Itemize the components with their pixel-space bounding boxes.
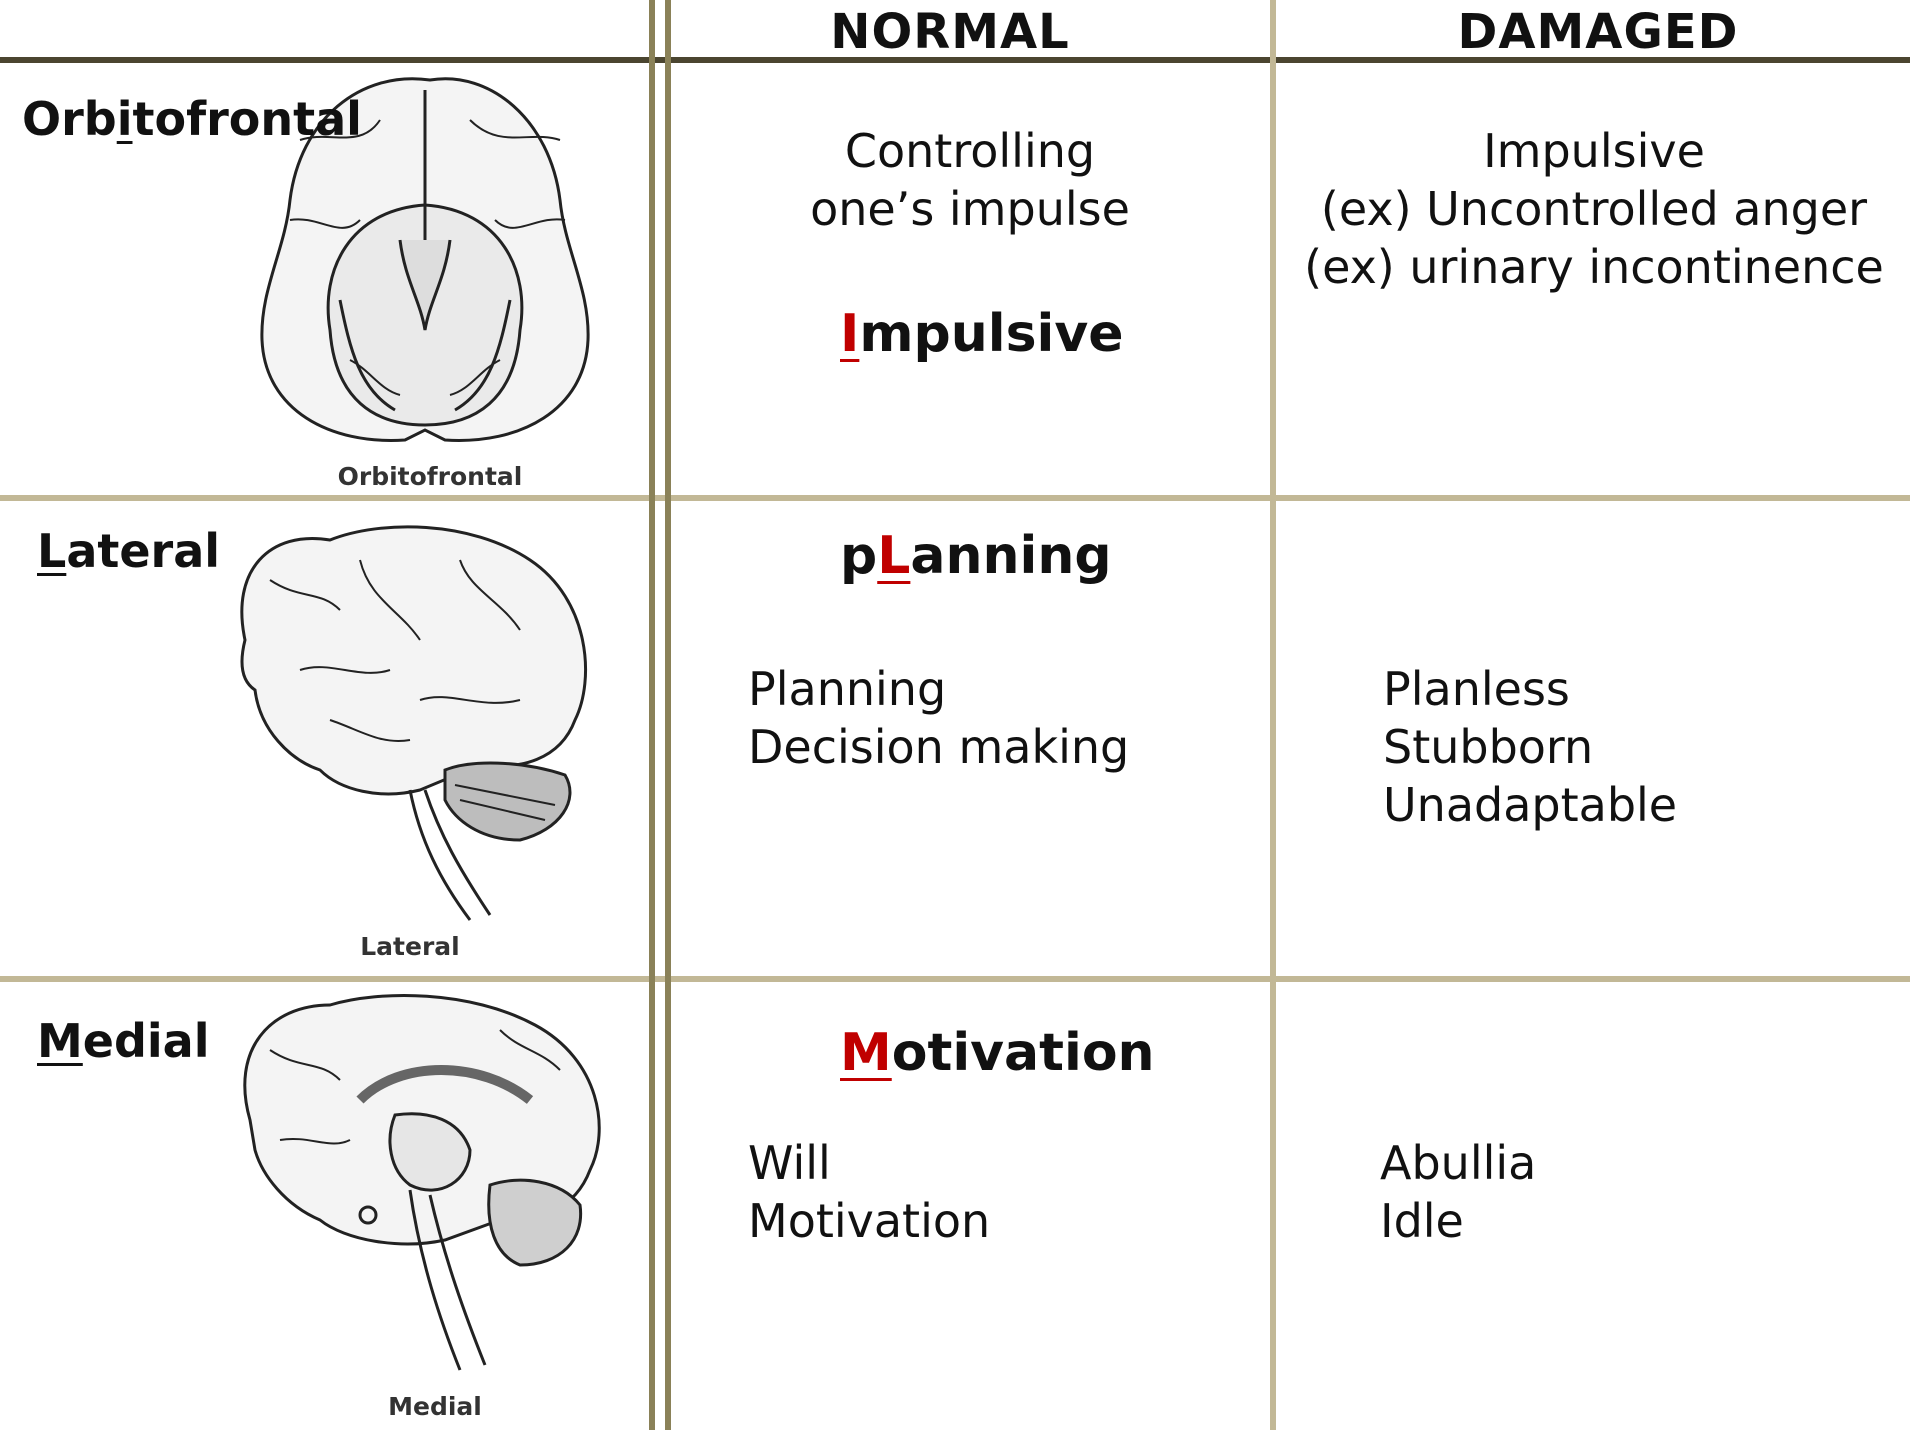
damaged-line: (ex) Uncontrolled anger bbox=[1320, 182, 1868, 236]
brain-image-caption: Lateral bbox=[360, 932, 460, 961]
damaged-line: Abullia bbox=[1380, 1136, 1537, 1190]
normal-line: Planning bbox=[748, 662, 947, 716]
damaged-line: Impulsive bbox=[1483, 124, 1705, 178]
header-normal: NORMAL bbox=[830, 4, 1070, 60]
region-label-prefix: Orb bbox=[22, 92, 117, 146]
region-label-initial: M bbox=[37, 1014, 83, 1068]
normal-line: Decision making bbox=[748, 720, 1130, 774]
normal-description-orbitofrontal: Controlling one’s impulse bbox=[670, 122, 1270, 238]
region-label-lateral: Lateral bbox=[37, 524, 220, 578]
brain-medial-view-icon bbox=[243, 993, 601, 1371]
damaged-line: Planless bbox=[1383, 662, 1570, 716]
normal-line: Controlling bbox=[844, 124, 1096, 178]
region-label-suffix: tofrontal bbox=[132, 92, 362, 146]
region-label-medial: Medial bbox=[37, 1014, 209, 1068]
row-divider-1 bbox=[0, 495, 1910, 501]
region-label-initial: L bbox=[37, 524, 67, 578]
keyword-post: anning bbox=[910, 526, 1112, 586]
damaged-line: Unadaptable bbox=[1383, 778, 1678, 832]
keyword-post: mpulsive bbox=[859, 304, 1124, 364]
region-label-initial: i bbox=[116, 92, 133, 146]
row-divider-2 bbox=[0, 976, 1910, 982]
normal-description-medial: Will Motivation bbox=[748, 1134, 990, 1250]
damaged-line: (ex) urinary incontinence bbox=[1304, 240, 1884, 294]
normal-description-lateral: Planning Decision making bbox=[748, 660, 1129, 776]
normal-line: one’s impulse bbox=[810, 182, 1130, 236]
keyword-post: otivation bbox=[891, 1023, 1155, 1083]
damaged-line: Idle bbox=[1380, 1194, 1464, 1248]
keyword-impulsive: Impulsive bbox=[840, 304, 1124, 364]
keyword-motivation: Motivation bbox=[840, 1023, 1155, 1083]
brain-inferior-view-icon bbox=[260, 77, 590, 442]
column-divider-left-b bbox=[665, 0, 671, 1430]
column-divider-left-a bbox=[649, 0, 655, 1430]
region-label-suffix: ateral bbox=[66, 524, 221, 578]
damaged-description-medial: Abullia Idle bbox=[1380, 1134, 1536, 1250]
damaged-line: Stubborn bbox=[1383, 720, 1594, 774]
damaged-description-lateral: Planless Stubborn Unadaptable bbox=[1383, 660, 1677, 834]
normal-line: Motivation bbox=[748, 1194, 991, 1248]
region-label-orbitofrontal: Orbitofrontal bbox=[22, 92, 362, 146]
brain-image-caption: Orbitofrontal bbox=[337, 462, 523, 491]
keyword-initial: M bbox=[840, 1023, 892, 1083]
brain-image-caption: Medial bbox=[388, 1392, 482, 1421]
keyword-initial: I bbox=[840, 304, 860, 364]
header-rule bbox=[0, 57, 1910, 63]
brain-lateral-view-icon bbox=[240, 525, 588, 921]
keyword-pre: p bbox=[840, 526, 878, 586]
damaged-description-orbitofrontal: Impulsive (ex) Uncontrolled anger (ex) u… bbox=[1276, 122, 1910, 296]
keyword-initial: L bbox=[877, 526, 911, 586]
column-divider-right bbox=[1270, 0, 1276, 1430]
header-damaged: DAMAGED bbox=[1457, 4, 1739, 60]
keyword-planning: pLanning bbox=[840, 526, 1112, 586]
region-label-suffix: edial bbox=[82, 1014, 210, 1068]
normal-line: Will bbox=[748, 1136, 831, 1190]
